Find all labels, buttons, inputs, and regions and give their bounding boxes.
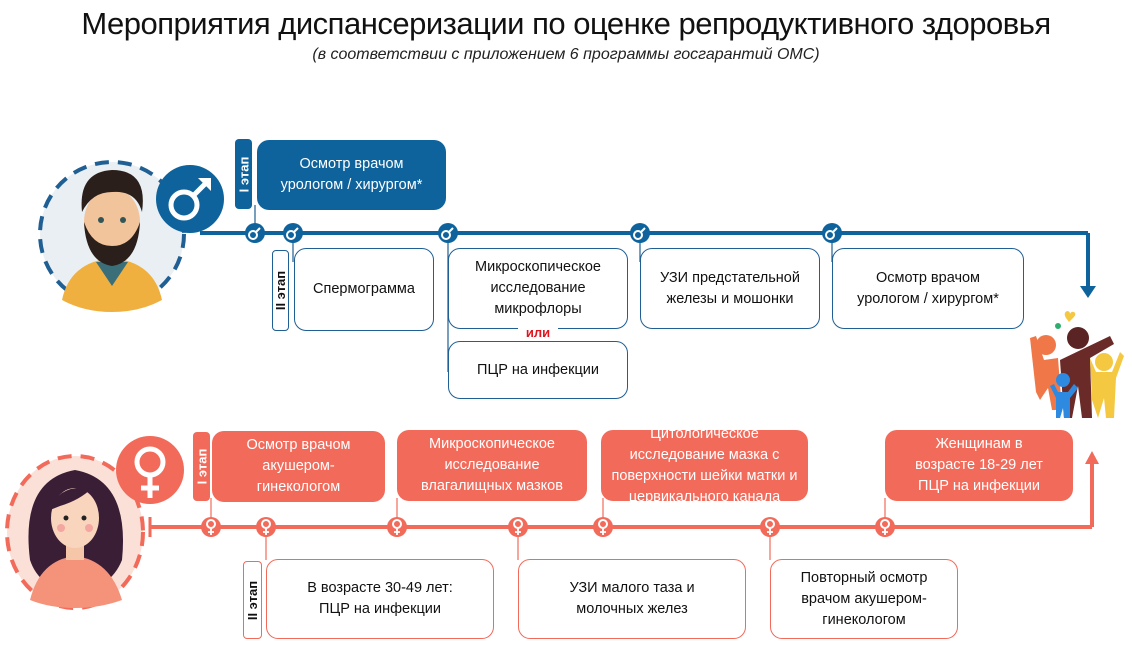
male-alt-option-text: ПЦР на инфекции (477, 361, 599, 378)
male-stage2-step-4-text: Осмотр врачом урологом / хирургом* (857, 269, 999, 307)
male-stage2-label-text: II этап (273, 270, 289, 311)
male-alt-connector: или (448, 325, 628, 341)
male-stage2-step-3-text: УЗИ предстательной железы и мошонки (660, 269, 800, 307)
woman-avatar-icon (5, 454, 145, 610)
female-stage1-step-4-text: Женщинам в возрасте 18-29 лет ПЦР на инф… (915, 436, 1043, 494)
male-stage1-label-text: I этап (236, 156, 251, 192)
female-arrow-up-icon (1085, 451, 1099, 464)
female-stage2-step-1-text: В возрасте 30-49 лет: ПЦР на инфекции (307, 580, 453, 617)
female-stage1-step-1-text: Осмотр врачом акушером-гинекологом (246, 437, 351, 495)
male-stage2-step-1-text: Спермограмма (313, 281, 415, 297)
page-subtitle: (в соответствии с приложением 6 программ… (312, 46, 820, 63)
female-stage2-step-3: Повторный осмотр врачом акушером-гинекол… (770, 559, 958, 639)
female-stage1-label-text: I этап (194, 448, 209, 485)
female-stage1-step-2-text: Микроскопическое исследование влагалищны… (421, 436, 563, 494)
female-stage2-label: II этап (243, 561, 262, 639)
female-stage1-step-3: Цитологическое исследование мазка с пове… (601, 426, 808, 505)
male-stage2-step-4: Осмотр врачом урологом / хирургом* (832, 248, 1024, 329)
female-stage2-step-2-text: УЗИ малого таза и молочных желез (569, 580, 695, 617)
female-stage2-label-text: II этап (245, 580, 261, 620)
female-stage1-step-2: Микроскопическое исследование влагалищны… (397, 430, 587, 501)
female-stage2-step-1: В возрасте 30-49 лет: ПЦР на инфекции (266, 559, 494, 639)
male-stage1-step-1-text: Осмотр врачом урологом / хирургом* (280, 156, 423, 193)
male-stage2-step-2-text: Микроскопическое исследование микрофлоры (475, 259, 601, 317)
female-stage1-label: I этап (193, 432, 210, 501)
female-stage1-step-4: Женщинам в возрасте 18-29 лет ПЦР на инф… (885, 430, 1073, 501)
female-symbol-badge (116, 436, 184, 504)
male-stage2-step-1: Спермограмма (294, 248, 434, 331)
page-title: Мероприятия диспансеризации по оценке ре… (81, 6, 1051, 41)
male-stage2-label: II этап (272, 250, 289, 331)
female-stage1-step-3-text: Цитологическое исследование мазка с пове… (611, 425, 798, 505)
female-stage2-step-3-text: Повторный осмотр врачом акушером-гинекол… (800, 569, 928, 628)
female-stage2-step-2: УЗИ малого таза и молочных желез (518, 559, 746, 639)
male-alt-option: ПЦР на инфекции (448, 341, 628, 399)
female-stage1-step-1: Осмотр врачом акушером-гинекологом (212, 431, 385, 502)
male-stage1-step-1: Осмотр врачом урологом / хирургом* (257, 140, 446, 210)
male-stage2-step-2: Микроскопическое исследование микрофлоры (448, 248, 628, 329)
male-symbol-badge (156, 165, 224, 233)
male-arrow-down-icon (1080, 286, 1096, 298)
male-stage2-step-3: УЗИ предстательной железы и мошонки (640, 248, 820, 329)
or-label: или (517, 325, 559, 340)
male-stage1-label: I этап (235, 139, 252, 209)
family-icon (1030, 311, 1124, 418)
man-avatar-icon (38, 160, 186, 312)
